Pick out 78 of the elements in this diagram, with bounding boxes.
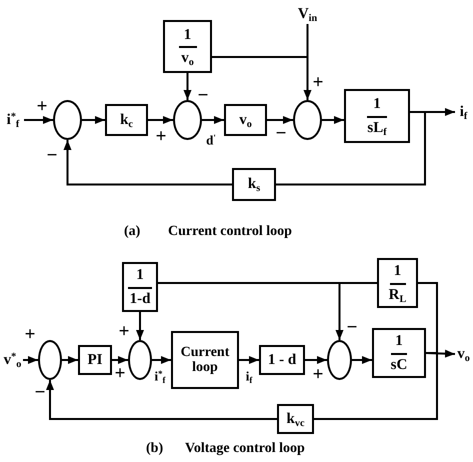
- gain-block: [277, 404, 314, 434]
- transfer-function-block: [377, 258, 418, 308]
- numerator: 1: [184, 26, 192, 43]
- block-label: k$_{c}$: [120, 112, 133, 128]
- numerator: 1: [394, 263, 402, 280]
- arrow: [239, 356, 259, 364]
- signal-label: v$_{o}$: [455, 344, 472, 364]
- sign-label: −: [46, 147, 58, 163]
- controller-block: [78, 345, 112, 375]
- edge-label: i$_{f}$: [246, 370, 252, 382]
- sign-label: +: [114, 365, 126, 381]
- arrow: [152, 356, 171, 364]
- denominator: 1-d: [130, 290, 150, 307]
- gain-block: [259, 345, 305, 375]
- sign-label: −: [346, 319, 358, 335]
- numerator: 1: [395, 333, 403, 350]
- caption: (a): [124, 224, 140, 240]
- connector-line: [158, 282, 377, 284]
- gain-block: [224, 104, 267, 136]
- denominator: R$_{L}$: [388, 286, 406, 303]
- arrow: [24, 116, 53, 124]
- sign-label: −: [197, 87, 209, 103]
- arrow: [112, 356, 128, 364]
- connector-line: [212, 24, 308, 58]
- signal-label: V$_{in}$: [296, 5, 319, 24]
- arrow: [352, 356, 372, 364]
- sign-label: +: [24, 326, 36, 342]
- denominator: sL$_{f}$: [367, 120, 387, 136]
- connector-line: [418, 282, 438, 354]
- summing-junction: [173, 100, 202, 140]
- sign-label: −: [275, 125, 287, 141]
- arrow: [202, 116, 224, 124]
- transfer-function-block: [122, 262, 158, 312]
- sign-label: +: [312, 74, 324, 90]
- arrow: [62, 356, 78, 364]
- block-label: PI: [88, 352, 102, 368]
- summing-junction: [327, 340, 352, 380]
- denominator: sC: [390, 356, 408, 373]
- summing-junction: [128, 340, 152, 380]
- sign-label: +: [118, 323, 130, 339]
- gain-block: [105, 104, 148, 136]
- subsystem-block: [171, 331, 239, 389]
- sign-label: +: [312, 366, 324, 382]
- arrow: [64, 140, 232, 186]
- caption: Current control loop: [168, 224, 292, 240]
- gain-block: [232, 168, 276, 201]
- transfer-function-block: [344, 89, 410, 143]
- arrow: [82, 116, 105, 124]
- numerator: 1: [136, 267, 144, 284]
- edge-label: d$^{'}$: [206, 134, 216, 146]
- arrow: [148, 116, 173, 124]
- arrow: [136, 312, 144, 340]
- arrow: [46, 380, 277, 420]
- arrow: [184, 73, 192, 100]
- summing-junction: [53, 100, 82, 140]
- numerator: 1: [373, 96, 381, 112]
- connector-line: [314, 352, 438, 420]
- arrow: [267, 116, 293, 124]
- block-label: k$_{s}$: [248, 176, 260, 193]
- arrow: [305, 356, 327, 364]
- sign-label: −: [34, 384, 46, 400]
- block-label: v$_{o}$: [239, 112, 252, 128]
- summing-junction: [293, 100, 322, 140]
- transfer-function-block: [372, 328, 426, 378]
- arrow: [322, 116, 344, 124]
- transfer-function-block: [163, 20, 212, 73]
- caption: Voltage control loop: [185, 441, 305, 456]
- denominator: v$_{o}$: [181, 50, 194, 66]
- signal-label: i$_{f}$: [455, 103, 472, 121]
- caption: (b): [146, 441, 164, 456]
- sign-label: +: [155, 128, 167, 144]
- connector-line: [276, 111, 426, 186]
- block-label: 1 - d: [268, 352, 296, 368]
- summing-junction: [38, 340, 62, 380]
- sign-label: +: [36, 98, 48, 114]
- block-label: k$_{vc}$: [286, 410, 304, 428]
- arrow: [23, 356, 38, 364]
- block-label: Current loop: [180, 344, 230, 376]
